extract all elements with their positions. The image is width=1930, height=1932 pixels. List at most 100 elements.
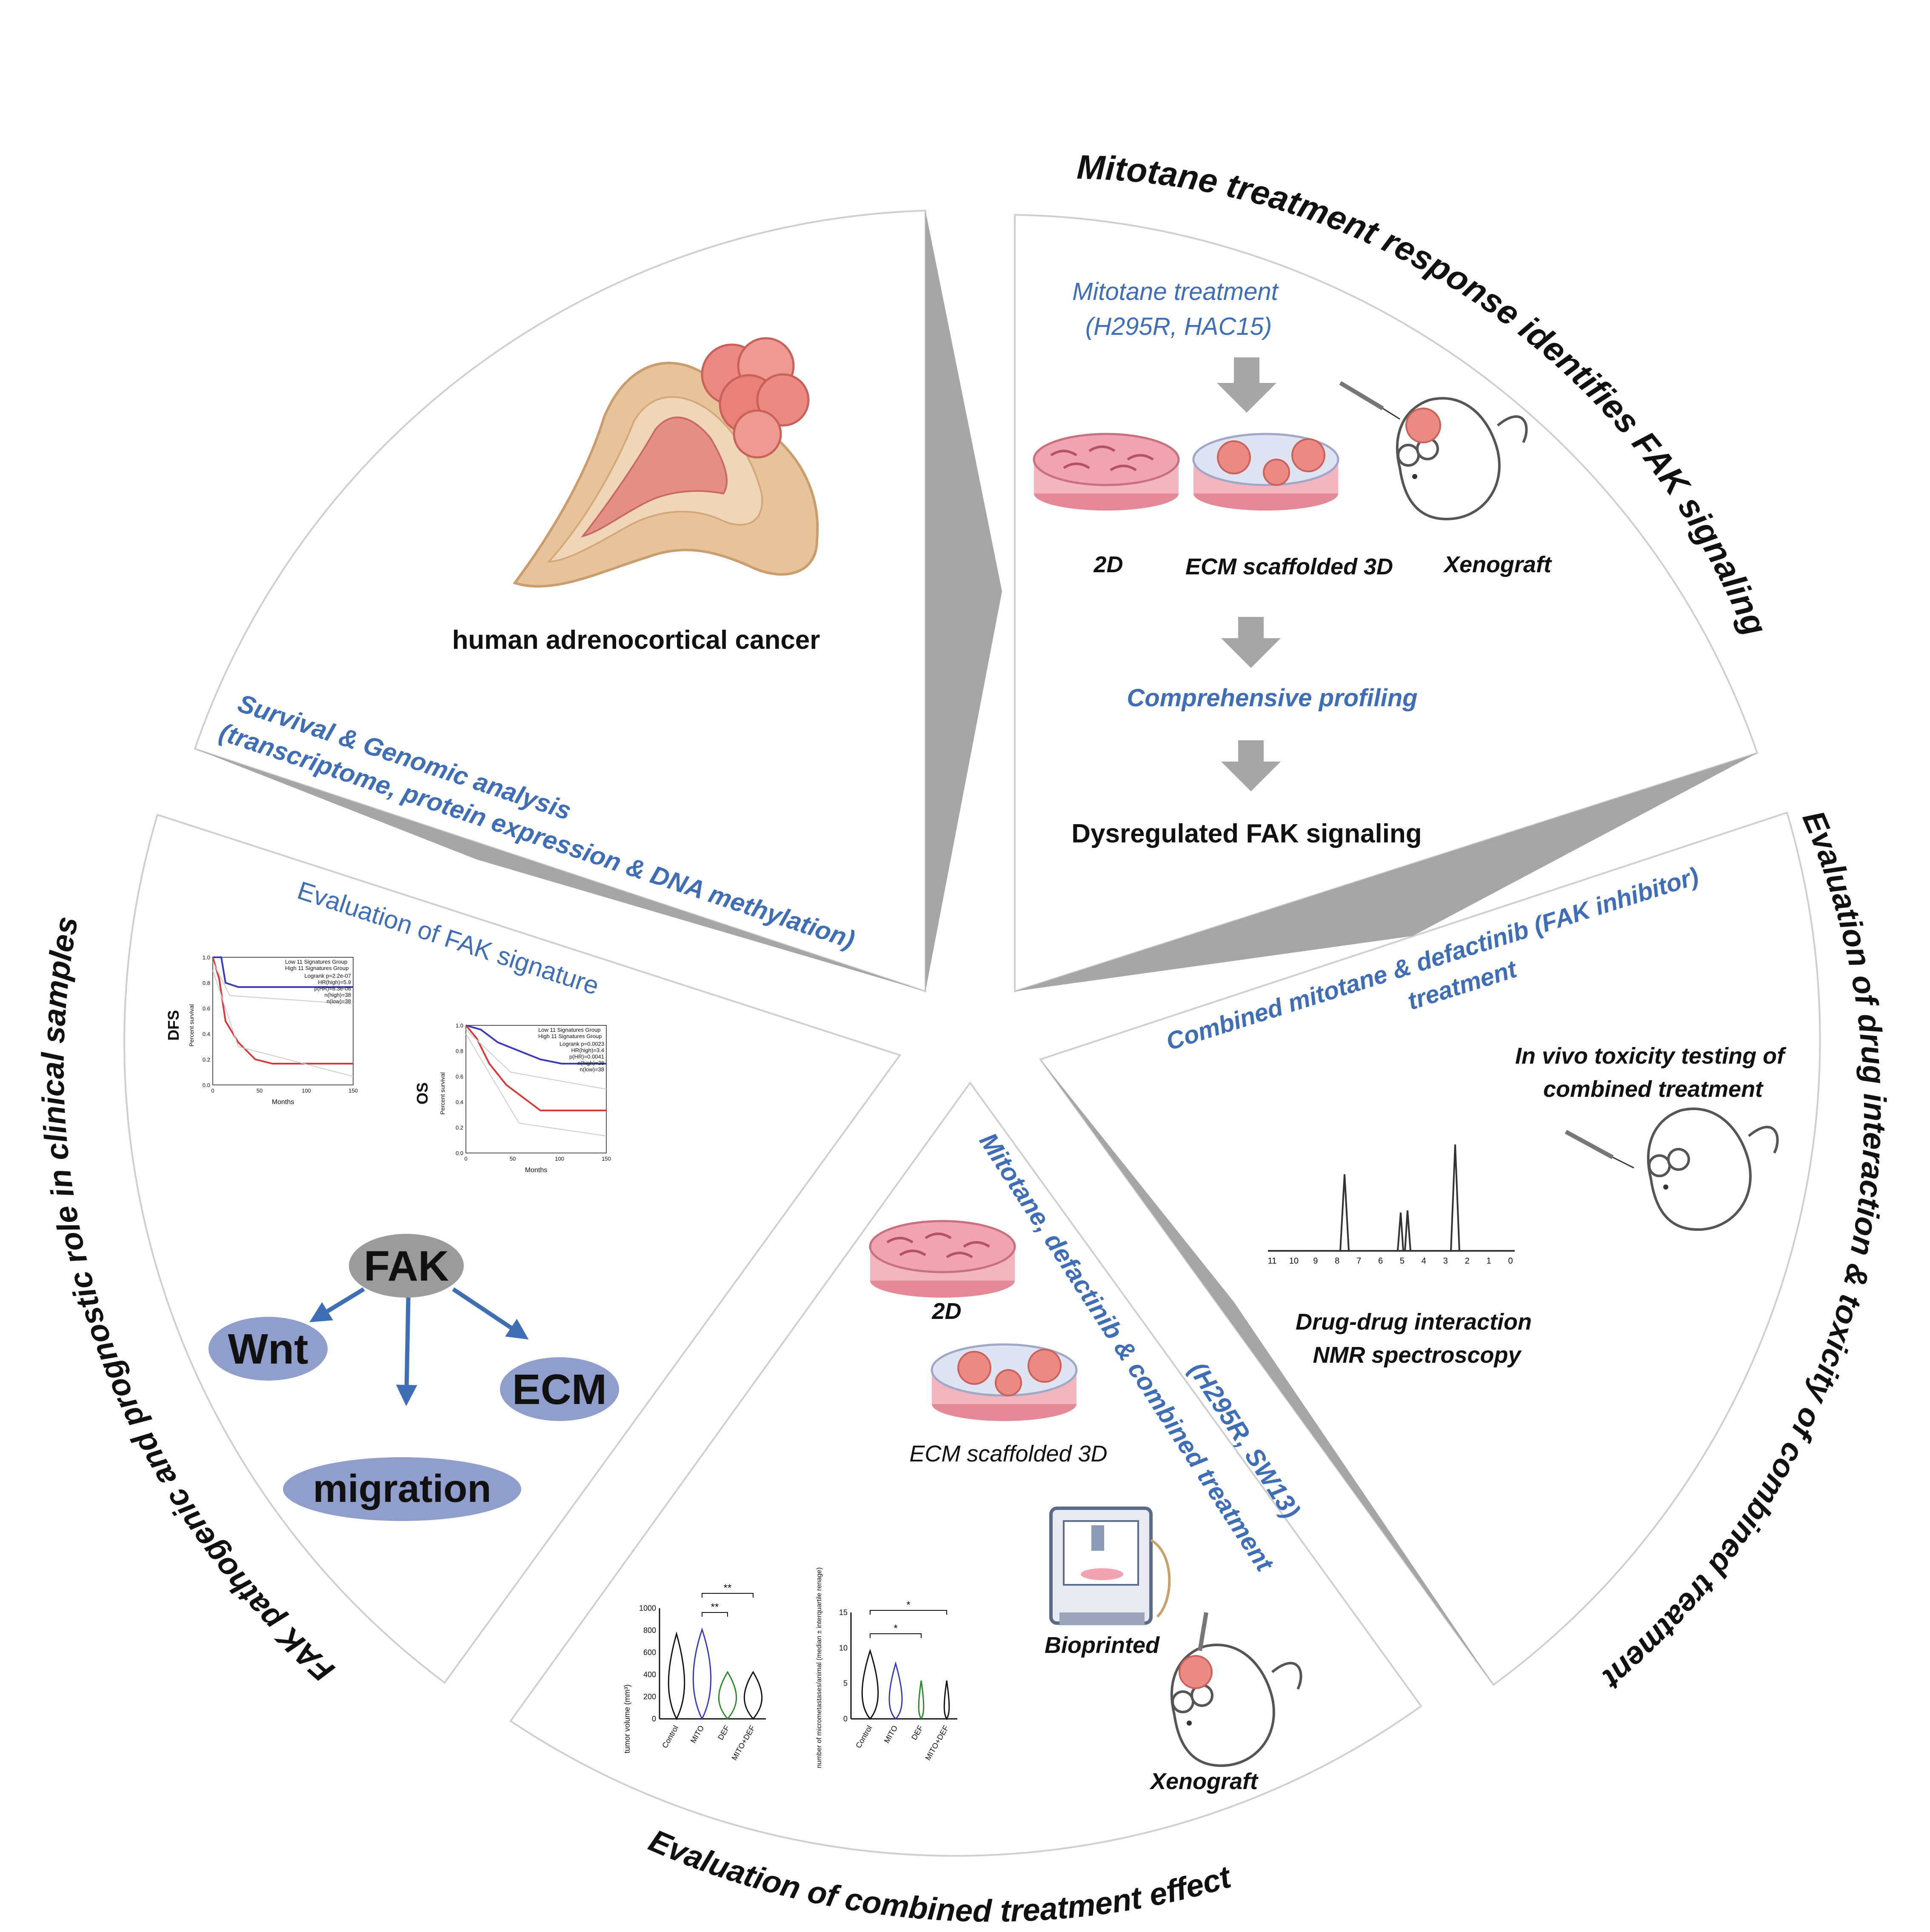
dfs-stat: Logrank p=2.2e-07	[304, 973, 351, 979]
km-ytick-label: 0.2	[203, 1056, 210, 1063]
nmr-tick-label: 4	[1422, 1256, 1426, 1266]
km-ytick-label: 0.6	[456, 1073, 463, 1080]
nmr-trace	[1270, 1144, 1513, 1252]
km-xtick-label: 150	[602, 1156, 611, 1162]
down-arrow-icon	[1221, 617, 1281, 668]
flow-arrow-top	[925, 211, 1002, 991]
nmr-tick-label: 7	[1356, 1256, 1361, 1266]
os-stat: p(HR)=0.0041	[569, 1053, 604, 1060]
model-2d-label: 2D	[1093, 552, 1123, 577]
os-stat: n(low)=38	[580, 1066, 604, 1073]
km-plot-dfs: DFS Percent survival 0.00.20.40.60.81.0 …	[165, 954, 358, 1106]
node-ecm-label: ECM	[512, 1366, 607, 1413]
toxicity-label: In vivo toxicity testing of combined tre…	[1515, 1043, 1791, 1102]
dfs-stat: HR(high)=5.9	[318, 979, 351, 985]
tumor-cluster-icon	[701, 337, 810, 459]
model-3d-label: ECM scaffolded 3D	[1185, 554, 1393, 579]
node-fak	[349, 1234, 464, 1298]
dish-3d-icon	[1192, 433, 1339, 511]
os-stat: Logrank p=0.0023	[560, 1041, 604, 1047]
km-legend-low: Low 11 Signatures Group	[285, 959, 347, 965]
result-label: Dysregulated FAK signaling	[1071, 819, 1422, 848]
km-ytick-label: 0.0	[456, 1150, 463, 1156]
violin-tick-label: 1000	[639, 1604, 656, 1612]
bottom-3d-label: ECM scaffolded 3D	[909, 1441, 1107, 1467]
km-ytick-label: 0.0	[203, 1082, 210, 1088]
dfs-label: DFS	[165, 1010, 182, 1041]
node-migration-label: migration	[313, 1467, 491, 1510]
sig-double-1: **	[724, 1582, 732, 1594]
km-xtick-label: 50	[510, 1156, 516, 1162]
violin-tick-label: 0	[843, 1715, 848, 1723]
sector-top-right	[1014, 214, 1759, 993]
violin-tick-label: 600	[643, 1648, 656, 1657]
km-xlabel: Months	[525, 1167, 547, 1174]
km-yticks: 0.0 0.2 0.4 0.6 0.8 1.0	[456, 1022, 463, 1156]
km-legend-low: Low 11 Signatures Group	[538, 1027, 600, 1033]
nmr-tick-label: 10	[1289, 1256, 1299, 1266]
km-ytick-label: 0.8	[203, 980, 210, 986]
dfs-stat: p(HR)=6.3e-06	[314, 985, 351, 992]
flow-arrow-right	[1040, 1059, 1493, 1685]
dfs-stat: n(low)=38	[327, 998, 351, 1005]
violin-tick-label: 800	[643, 1626, 656, 1635]
node-wnt	[208, 1317, 328, 1381]
nmr-tick-label: 11	[1268, 1256, 1277, 1266]
violin1-ylabel: tumor volume (mm³)	[623, 1684, 631, 1753]
km-ylabel: Percent survival	[188, 1004, 195, 1047]
dish-2d-bottom-icon	[869, 1220, 1016, 1298]
violin-def	[718, 1671, 737, 1720]
os-stat: n(high)=38	[577, 1060, 604, 1066]
km-xtick-label: 100	[302, 1087, 311, 1094]
km-yticks: 0.00.20.40.60.81.0	[203, 954, 210, 1088]
nmr-tick-label: 0	[1508, 1256, 1513, 1266]
os-label: OS	[414, 1082, 431, 1104]
violin-tick-label: 0	[652, 1715, 656, 1723]
km-xtick-label: 50	[257, 1087, 263, 1094]
km-ytick-label: 0.4	[456, 1099, 463, 1105]
violin-tick-label: 10	[839, 1644, 848, 1652]
node-migration	[283, 1457, 521, 1521]
violin-control	[668, 1631, 685, 1721]
km-xtick-label: 150	[348, 1087, 358, 1094]
nmr-tick-label: 2	[1465, 1256, 1470, 1266]
profiling-label: Comprehensive profiling	[1127, 684, 1417, 712]
cancer-label: human adrenocortical cancer	[452, 625, 820, 655]
flow-arrow-right-top	[1015, 753, 1757, 991]
flow-arrow-left	[195, 749, 925, 991]
node-wnt-label: Wnt	[228, 1325, 308, 1373]
nmr-label: Drug-drug interaction NMR spectroscopy	[1296, 1309, 1538, 1368]
fak-network: FAK Wnt ECM migration	[208, 1234, 619, 1521]
km-ytick-label: 1.0	[456, 1022, 463, 1029]
sector-right	[1039, 811, 1821, 1686]
nmr-tick-label: 8	[1335, 1256, 1339, 1266]
mouse-toxicity-icon	[1565, 1107, 1779, 1231]
dish-2d-icon	[1033, 433, 1180, 511]
km-legend-high: High 11 Signatures Group	[538, 1033, 602, 1039]
nmr-tick-label: 6	[1378, 1256, 1383, 1266]
km-ytick-label: 0.2	[456, 1124, 463, 1131]
violin2-ylabel: number of micrometastases/animal (median…	[816, 1567, 823, 1768]
nmr-tick-label: 3	[1443, 1256, 1448, 1266]
nmr-tick-label: 5	[1400, 1256, 1405, 1266]
down-arrow-icon	[1217, 357, 1276, 413]
km-legend-high: High 11 Signatures Group	[285, 965, 348, 971]
km-xticks: 0 50 100 150	[211, 1087, 357, 1094]
sig-single-2: *	[894, 1623, 897, 1634]
violin-tick-label: 400	[643, 1670, 656, 1679]
km-ytick-label: 0.8	[456, 1048, 463, 1054]
km-xlabel: Months	[272, 1099, 294, 1106]
km-ylabel: Percent survival	[439, 1072, 446, 1115]
km-ytick-label: 0.6	[203, 1005, 210, 1012]
mitotane-treatment-label: Mitotane treatment (H295R, HAC15)	[1072, 278, 1285, 340]
km-xtick-label: 0	[211, 1087, 214, 1094]
sig-single-1: *	[906, 1599, 910, 1611]
violin-tick-label: 5	[843, 1679, 848, 1688]
